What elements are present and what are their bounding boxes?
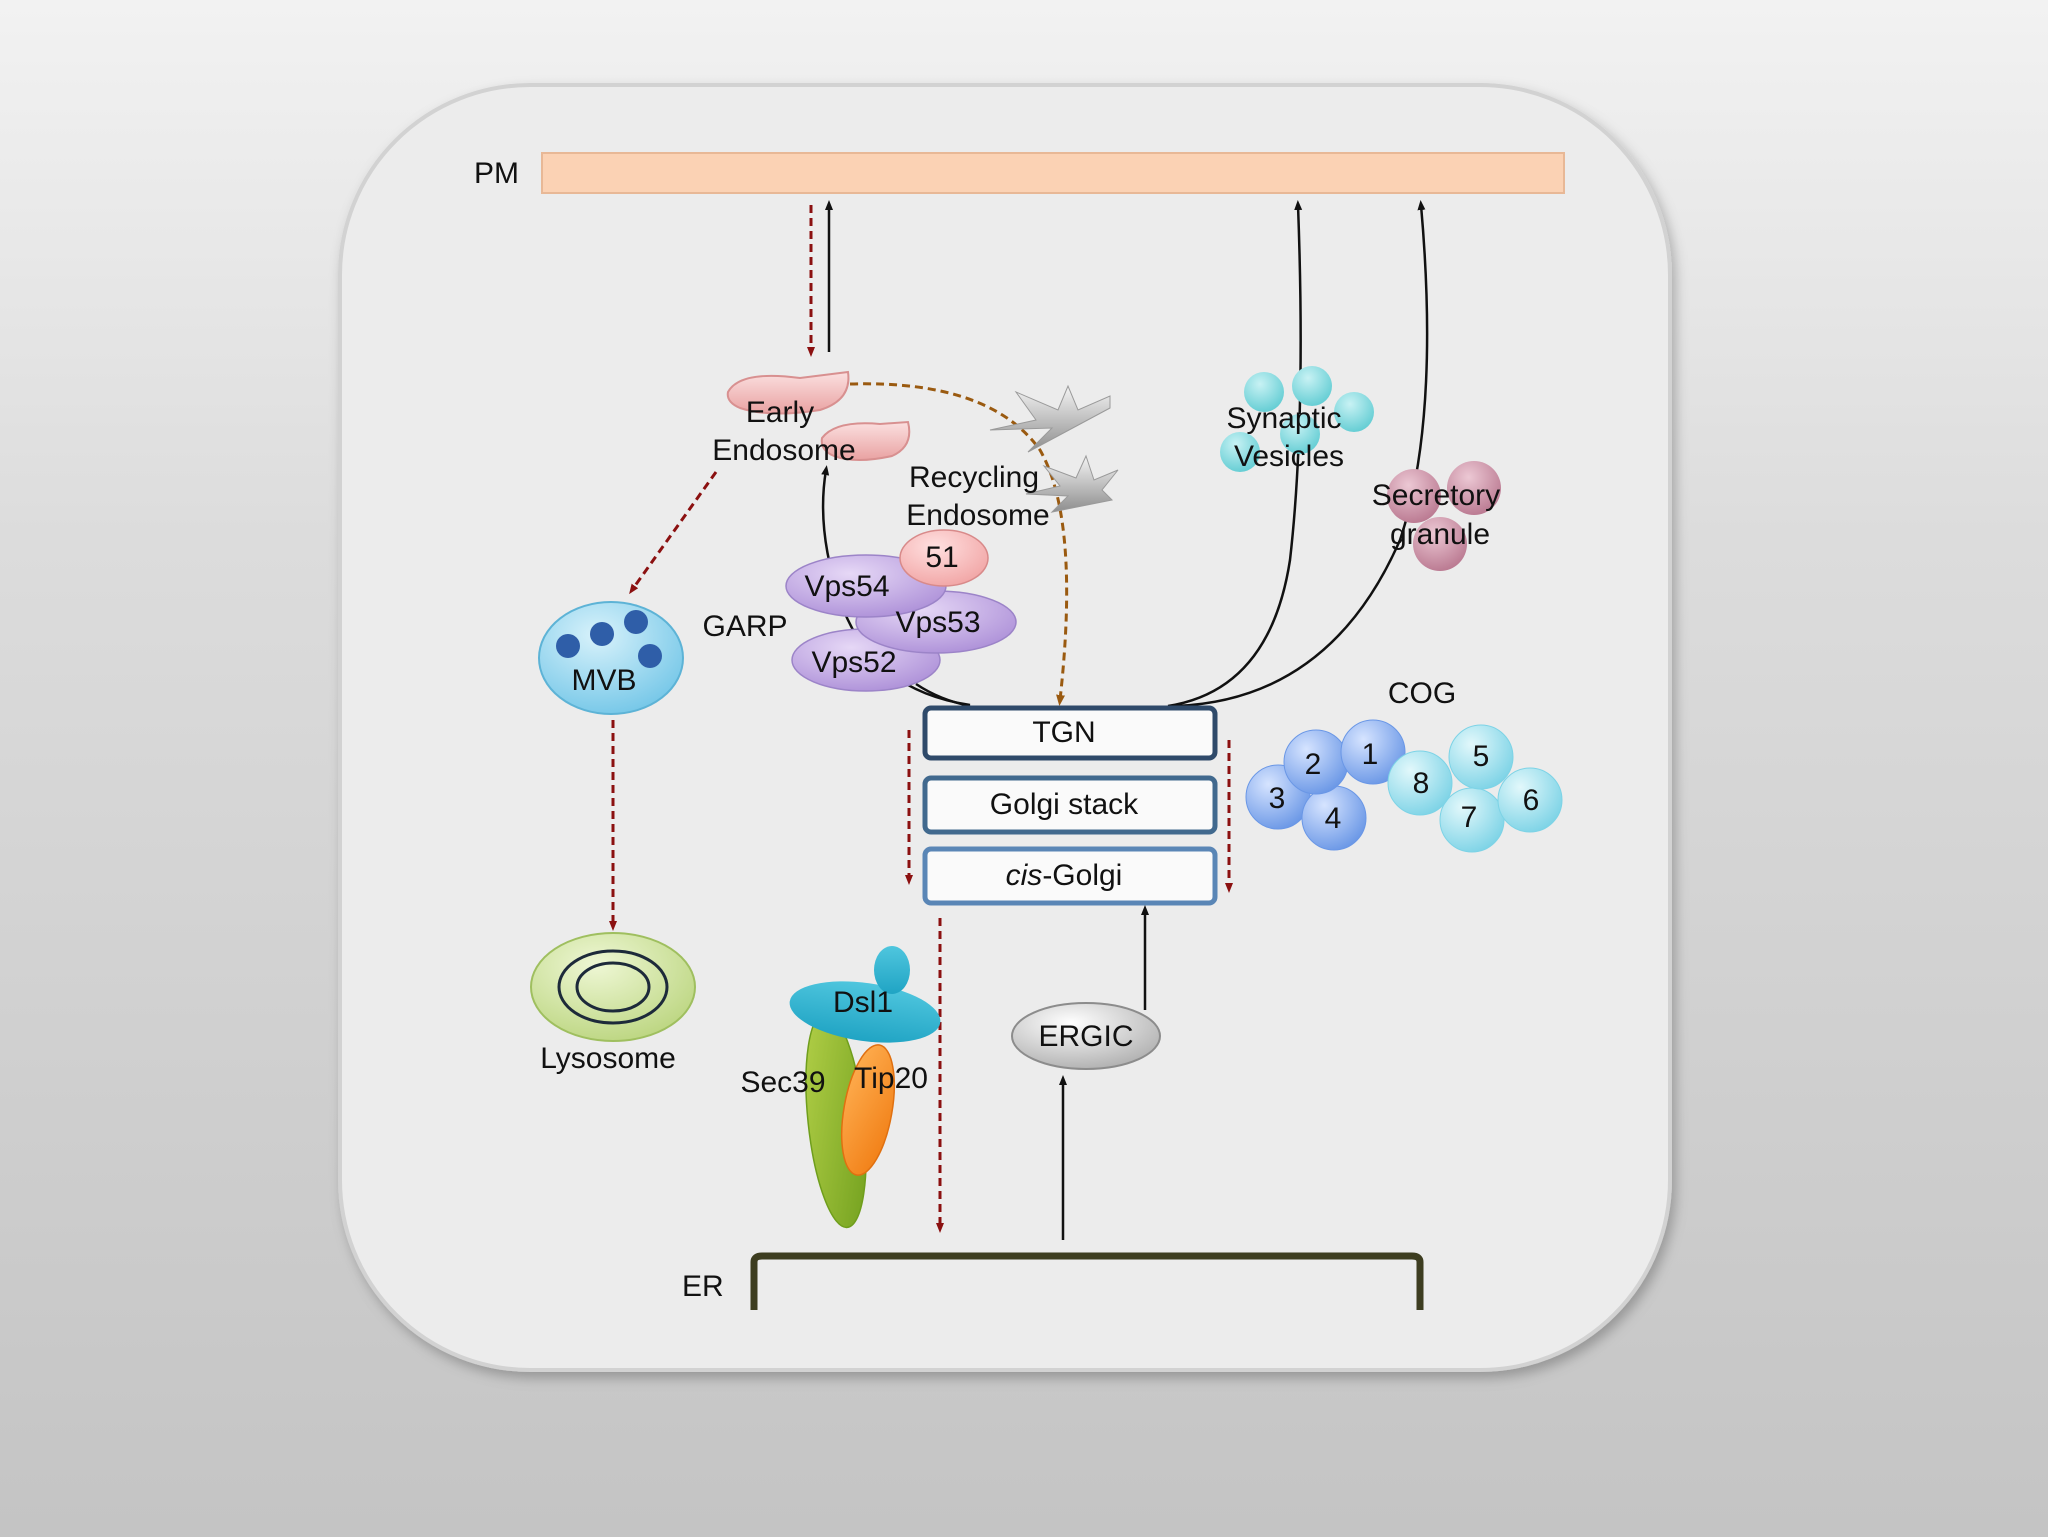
cog-subunit-1 bbox=[1340, 719, 1406, 785]
garp-vps52-label: Vps52 bbox=[811, 646, 896, 679]
recycling-endosome-star-2 bbox=[1025, 454, 1119, 513]
early-endosome-shape-2 bbox=[820, 420, 911, 461]
cog-subunit-label: 3 bbox=[1269, 782, 1286, 815]
endosome-to-mvb-arrow bbox=[629, 471, 718, 595]
pm-label: PM bbox=[474, 157, 519, 190]
synaptic-vesicles: Synaptic Vesicles bbox=[1220, 366, 1374, 473]
synaptic-vesicle bbox=[1220, 432, 1260, 472]
ergic-label: ERGIC bbox=[1038, 1020, 1133, 1053]
mvb-body bbox=[538, 601, 684, 715]
tgn-cisterna bbox=[922, 705, 1218, 761]
lysosome: Lysosome bbox=[530, 932, 696, 1075]
cog-subunit-6 bbox=[1497, 767, 1563, 833]
tip20-subunit bbox=[840, 1044, 896, 1176]
cog-subunit-label: 2 bbox=[1305, 748, 1322, 781]
sec39-label: Sec39 bbox=[740, 1066, 825, 1099]
early-endosome-label-line2: Endosome bbox=[712, 434, 855, 467]
cog-subunit-5 bbox=[1448, 724, 1514, 790]
garp-label: GARP bbox=[702, 610, 787, 643]
cog-label: COG bbox=[1388, 677, 1456, 710]
cog-subunit-8 bbox=[1387, 750, 1453, 816]
cog-subunit-label: 6 bbox=[1523, 784, 1540, 817]
garp-vps51 bbox=[899, 529, 989, 587]
pm-bar bbox=[541, 152, 1565, 194]
cis-golgi-prefix: cis bbox=[1006, 859, 1043, 892]
recycling-endosome-star-1 bbox=[989, 384, 1111, 453]
early-endosome: Early Endosome bbox=[712, 370, 911, 467]
mvb-vesicle bbox=[556, 634, 580, 658]
plasma-membrane: PM bbox=[474, 152, 1565, 194]
tgn-label: TGN bbox=[1032, 716, 1095, 749]
lysosome-ring-inner bbox=[575, 961, 651, 1013]
lysosome-outer bbox=[530, 932, 696, 1042]
secretory-granule-ball bbox=[1387, 469, 1441, 523]
cog-subunit-label: 5 bbox=[1473, 740, 1490, 773]
er-line bbox=[750, 1252, 1424, 1310]
tip20-label: Tip20 bbox=[854, 1062, 928, 1095]
synaptic-vesicles-label-line2: Vesicles bbox=[1234, 440, 1344, 473]
garp-vps53-label: Vps53 bbox=[895, 606, 980, 639]
golgi-stack-label: Golgi stack bbox=[990, 788, 1139, 821]
cog-complex: COG 1 2 3 4 5 6 7 8 bbox=[1245, 677, 1563, 853]
recycling-endosome: Recycling Endosome bbox=[906, 384, 1119, 532]
synaptic-vesicle bbox=[1244, 372, 1284, 412]
mvb-vesicle bbox=[590, 622, 614, 646]
mvb-vesicle bbox=[624, 610, 648, 634]
tgn-to-pm-synaptic-arrow bbox=[1167, 200, 1303, 708]
lysosome-ring-outer bbox=[557, 949, 669, 1025]
secretory-granule: Secretory granule bbox=[1372, 461, 1501, 571]
cog-subunit-label: 4 bbox=[1325, 802, 1342, 835]
garp-vps54-label: Vps54 bbox=[804, 570, 889, 603]
lysosome-label: Lysosome bbox=[540, 1042, 676, 1075]
dsl1-complex: Dsl1 Sec39 Tip20 bbox=[740, 946, 941, 1229]
recycling-endosome-label-line1: Recycling bbox=[909, 461, 1039, 494]
ergic: ERGIC bbox=[1011, 1002, 1161, 1070]
secretory-granule-label-line2: granule bbox=[1390, 518, 1490, 551]
tgn-to-pm-secretory-arrow bbox=[1175, 200, 1429, 708]
ergic-body bbox=[1011, 1002, 1161, 1070]
er-membrane: ER bbox=[682, 1252, 1424, 1310]
synaptic-vesicles-label-line1: Synaptic bbox=[1226, 402, 1341, 435]
dsl1-subunit bbox=[789, 981, 941, 1043]
secretory-granule-ball bbox=[1413, 517, 1467, 571]
cog-subunit-label: 7 bbox=[1461, 801, 1478, 834]
cis-golgi-cisterna bbox=[922, 846, 1218, 906]
golgi-stack-cisterna bbox=[922, 775, 1218, 835]
er-label: ER bbox=[682, 1270, 724, 1303]
golgi-apparatus: TGN Golgi stack cis-Golgi bbox=[922, 705, 1218, 906]
cog-subunit-label: 8 bbox=[1413, 767, 1430, 800]
mvb-vesicle bbox=[638, 644, 662, 668]
garp-to-tgn-line bbox=[915, 682, 971, 708]
secretory-granule-ball bbox=[1447, 461, 1501, 515]
garp-complex: Vps54 Vps53 Vps52 51 GARP bbox=[702, 529, 1017, 708]
dsl1-label: Dsl1 bbox=[833, 986, 893, 1019]
cog-subunit-label: 1 bbox=[1362, 738, 1379, 771]
dsl1-subunit-knob bbox=[874, 946, 910, 994]
garp-vps51-label: 51 bbox=[925, 541, 958, 574]
cis-golgi-label: cis-Golgi bbox=[1006, 859, 1123, 892]
synaptic-vesicle bbox=[1334, 392, 1374, 432]
recycling-endosome-label-line2: Endosome bbox=[906, 499, 1049, 532]
cis-golgi-suffix: -Golgi bbox=[1042, 859, 1122, 892]
recycling-endosome-path bbox=[849, 382, 1069, 706]
mvb-label: MVB bbox=[571, 664, 636, 697]
synaptic-vesicle bbox=[1280, 414, 1320, 454]
early-endosome-label-line1: Early bbox=[746, 396, 814, 429]
mvb: MVB bbox=[538, 601, 684, 715]
secretory-granule-label-line1: Secretory bbox=[1372, 479, 1500, 512]
early-endosome-shape-1 bbox=[726, 370, 850, 415]
synaptic-vesicle bbox=[1292, 366, 1332, 406]
